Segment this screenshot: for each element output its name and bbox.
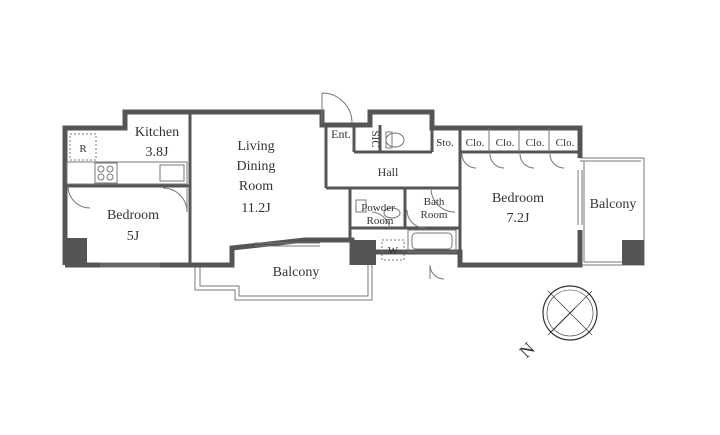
living-label-1: Living	[237, 139, 274, 154]
bedroom-large-label: Bedroom	[492, 191, 544, 206]
bath-room-label-2: Room	[421, 209, 448, 221]
powder-room-label-1: Powder	[361, 202, 395, 214]
refrigerator-label: R	[79, 143, 87, 155]
powder-room-label-2: Room	[367, 215, 394, 227]
interior-walls	[65, 112, 580, 265]
washer-label: W	[388, 245, 399, 257]
compass: N	[515, 285, 598, 362]
balcony-side-label: Balcony	[590, 197, 637, 212]
balcony-main-outline	[194, 265, 373, 301]
closet-label-3: Clo.	[526, 137, 545, 149]
bedroom-small-size: 5J	[127, 229, 140, 244]
closet-label-2: Clo.	[496, 137, 515, 149]
hall-label: Hall	[378, 165, 399, 179]
living-size: 11.2J	[241, 201, 271, 216]
doors	[67, 92, 565, 280]
bedroom-small-label: Bedroom	[107, 208, 159, 223]
storage-label: Sto.	[436, 137, 454, 149]
closet-label-4: Clo.	[556, 137, 575, 149]
columns	[65, 238, 644, 265]
closet-label-1: Clo.	[466, 137, 485, 149]
balcony-main-label: Balcony	[273, 265, 320, 280]
compass-north-label: N	[515, 338, 538, 361]
room-labels: Kitchen 3.8J R Living Dining Room 11.2J …	[79, 125, 636, 280]
entrance-label: Ent.	[331, 127, 351, 141]
windows	[100, 170, 583, 268]
balcony-side-outline	[580, 157, 645, 266]
bath-room-label-1: Bath	[424, 196, 445, 208]
kitchen-label: Kitchen	[135, 125, 179, 140]
kitchen-size: 3.8J	[146, 145, 170, 160]
bedroom-large-size: 7.2J	[507, 211, 531, 226]
sic-label: SIC	[369, 130, 381, 147]
living-label-2: Dining	[237, 159, 276, 174]
compass-ring	[542, 285, 598, 341]
living-label-3: Room	[239, 179, 273, 194]
